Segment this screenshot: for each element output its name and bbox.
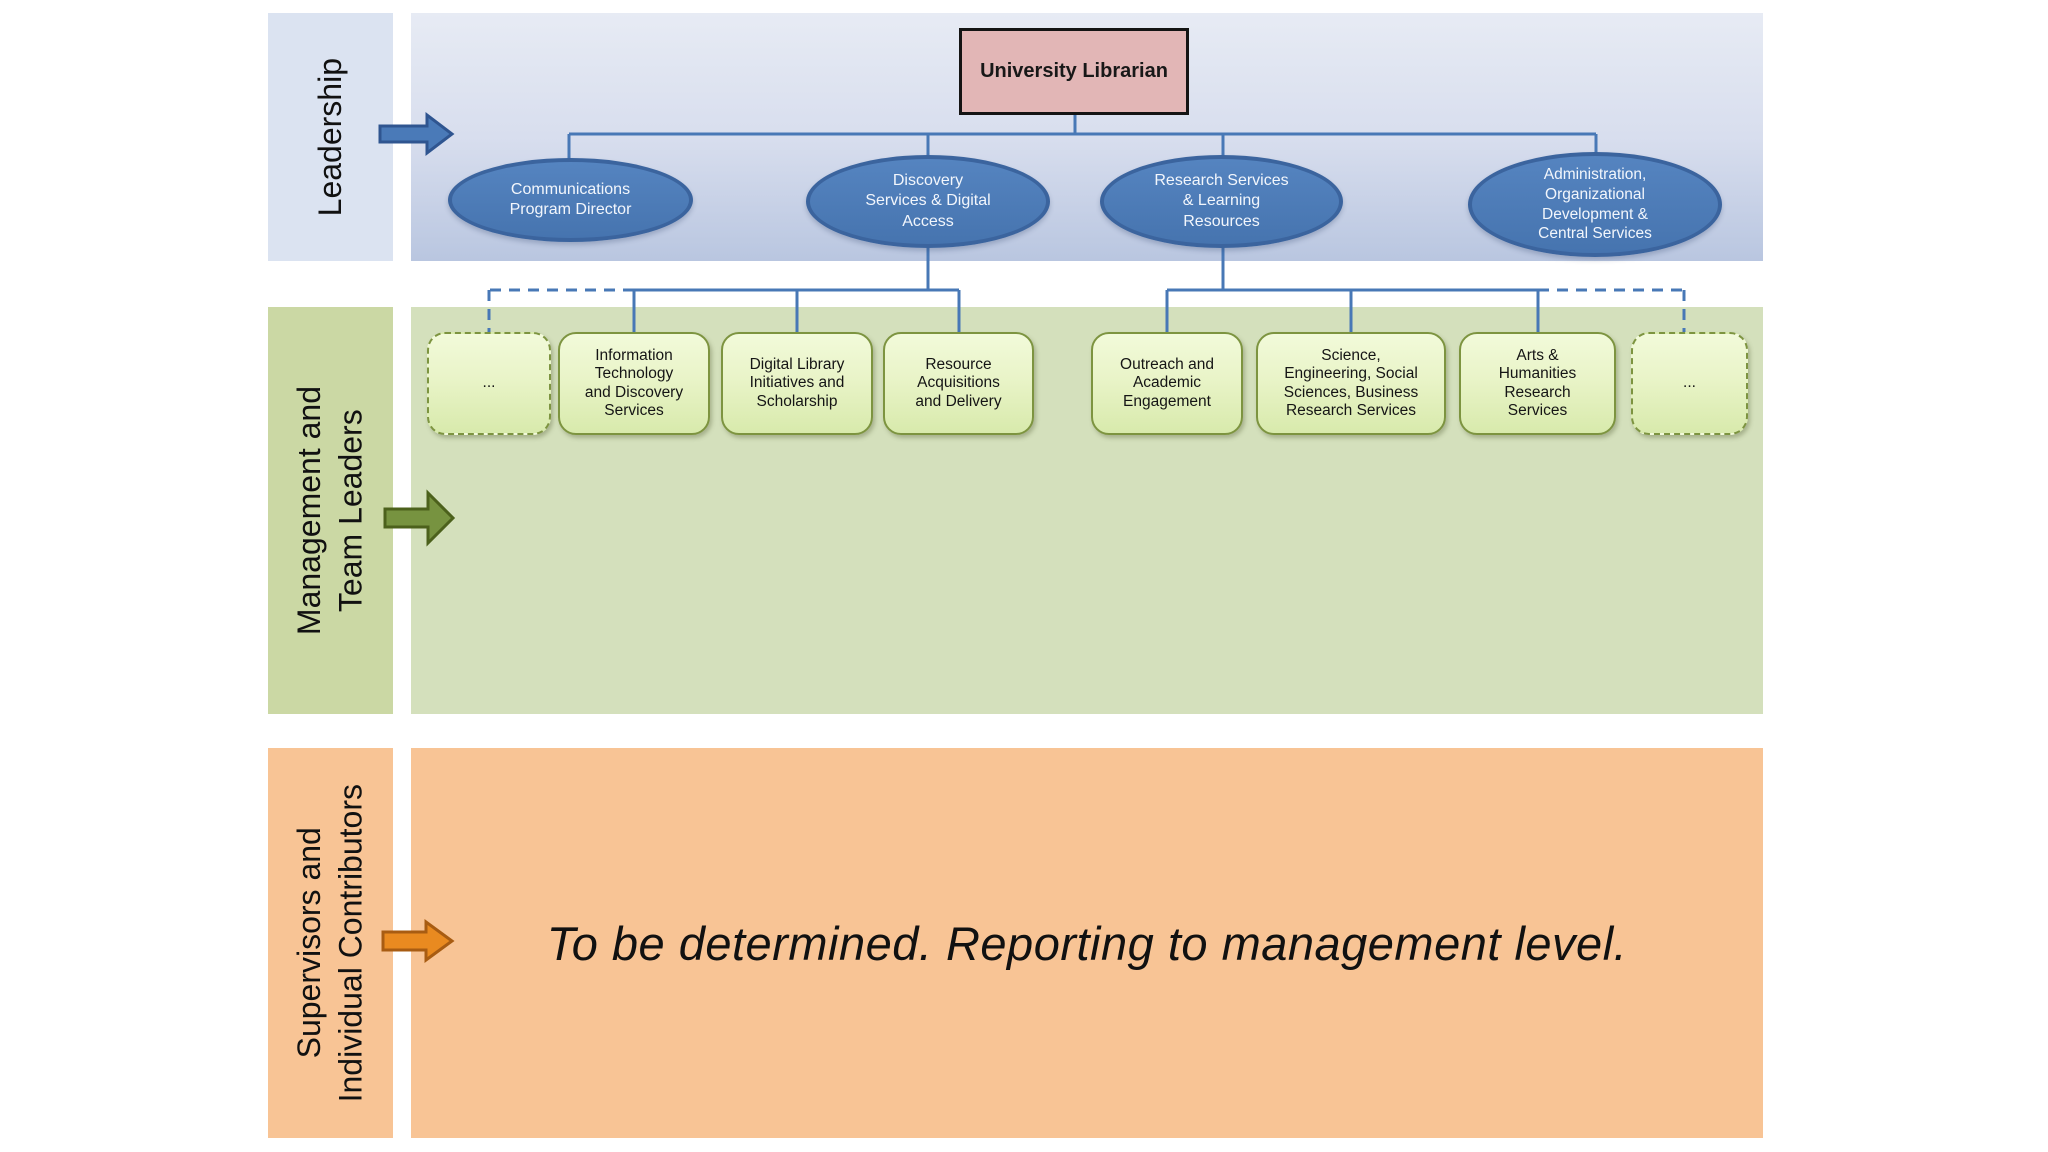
management-label-column xyxy=(268,307,393,714)
supervisors-label-column xyxy=(268,748,393,1138)
node-team-placeholder-right: ... xyxy=(1631,332,1748,435)
leadership-arrow-icon xyxy=(378,111,455,157)
node-team-placeholder-left: ... xyxy=(427,332,551,435)
node-outreach-academic-engagement: Outreach and Academic Engagement xyxy=(1091,332,1243,435)
root-to-directors-connectors xyxy=(567,115,1598,160)
node-university-librarian-label: University Librarian xyxy=(980,60,1168,82)
dashed-connectors xyxy=(487,288,1686,332)
node-arts-humanities-research-services: Arts & Humanities Research Services xyxy=(1459,332,1616,435)
management-arrow-icon xyxy=(383,489,456,547)
node-resource-acquisitions-delivery: Resource Acquisitions and Delivery xyxy=(883,332,1034,435)
supervisors-tbd-note-text: To be determined. Reporting to managemen… xyxy=(546,916,1628,970)
supervisors-arrow-icon xyxy=(381,919,455,963)
node-discovery-services-digital-access: Discovery Services & Digital Access xyxy=(806,155,1050,248)
node-research-services-learning-resources: Research Services & Learning Resources xyxy=(1100,155,1343,248)
node-communications-program-director: Communications Program Director xyxy=(448,158,693,242)
node-science-engineering-social-business-research: Science, Engineering, Social Sciences, B… xyxy=(1256,332,1446,435)
node-digital-library-initiatives-scholarship: Digital Library Initiatives and Scholars… xyxy=(721,332,873,435)
node-administration-org-dev-central-services: Administration, Organizational Developme… xyxy=(1468,152,1722,257)
node-information-technology-discovery-services: Information Technology and Discovery Ser… xyxy=(558,332,710,435)
directors-to-teams-connectors xyxy=(632,246,1540,332)
node-university-librarian: University Librarian xyxy=(959,28,1189,115)
supervisors-tbd-note: To be determined. Reporting to managemen… xyxy=(411,748,1763,1138)
leadership-label-column xyxy=(268,13,393,261)
supervisors-band xyxy=(411,748,1763,1138)
